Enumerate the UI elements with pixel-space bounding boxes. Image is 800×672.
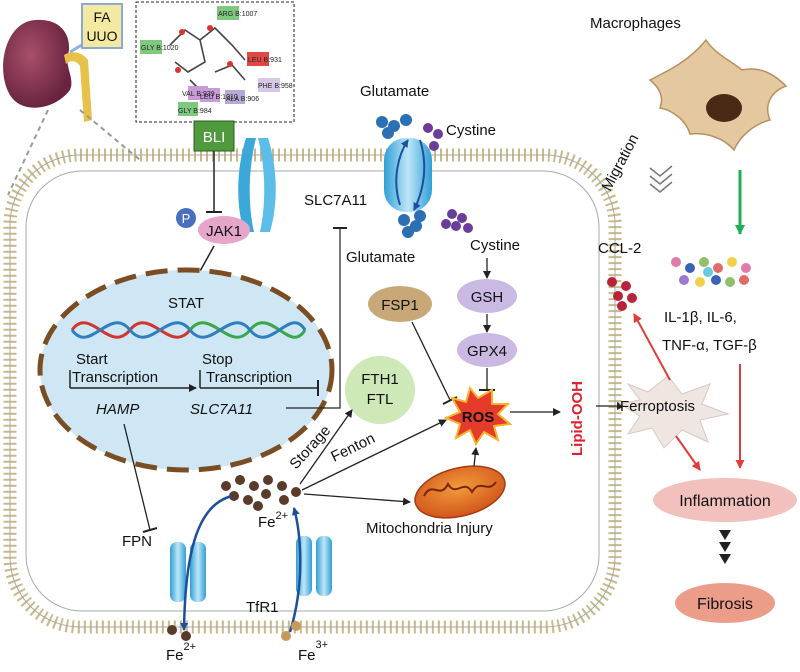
fe3-extracellular-dots — [281, 621, 301, 641]
fsp1-node — [368, 286, 432, 322]
ccl2-label: CCL-2 — [598, 240, 641, 257]
cystine-extracellular: Cystine — [446, 122, 496, 139]
iron-pool — [221, 475, 301, 511]
fpn-label: FPN — [122, 533, 152, 550]
migration-label: Migration — [599, 131, 643, 193]
gsh-node — [457, 279, 517, 313]
progression-chevrons — [719, 530, 731, 564]
stop-transcription-line1: Stop — [202, 351, 233, 368]
gpx4-label: GPX4 — [467, 343, 507, 360]
glutamate-intracellular: Glutamate — [346, 249, 415, 266]
stat-label: STAT — [168, 295, 204, 312]
hamp-gene: HAMP — [96, 401, 139, 418]
phospho-label: P — [182, 211, 191, 226]
slc7a11-transporter — [384, 138, 432, 212]
nucleus — [37, 267, 335, 473]
fe2-intracellular: Fe2+ — [258, 510, 288, 531]
lipid-ooh-label: Lipid-OOH — [569, 381, 586, 456]
ros-burst — [443, 385, 513, 447]
hamp-inhibits-fpn — [123, 423, 151, 531]
phospho-marker — [176, 208, 196, 228]
jak1-label: JAK1 — [206, 223, 242, 240]
fth1-label: FTH1 — [361, 371, 399, 388]
macrophages-label: Macrophages — [590, 15, 681, 32]
docking-inset: ARG B:1007 GLY B:1020 LEU B:931 VAL B:93… — [135, 1, 295, 123]
ftl-label: FTL — [367, 391, 394, 408]
ccl2-dots — [607, 277, 637, 311]
tfr1-label: TfR1 — [246, 599, 279, 616]
residue-label: LEU B:931 — [248, 57, 282, 64]
iron-to-fth1 — [299, 409, 353, 485]
residue-label: LEU B:1010 — [200, 94, 238, 101]
inflammation-label: Inflammation — [679, 493, 771, 510]
cystine-intracellular: Cystine — [470, 237, 520, 254]
slc7a11-gene-to-transporter — [286, 228, 341, 409]
mitochondrion — [414, 465, 506, 519]
model-tag — [81, 3, 123, 49]
kidney-organ — [3, 19, 92, 123]
ros-label: ROS — [462, 409, 495, 426]
residue-label: ALA B:906 — [226, 96, 259, 103]
cystine-molecules — [423, 123, 473, 233]
start-transcription-line2: Transcription — [72, 369, 158, 386]
residue-label: PHE B:958 — [258, 83, 293, 90]
gpx4-node — [457, 333, 517, 367]
iron-to-mitochondria — [303, 493, 411, 506]
residue-label: VAL B:939 — [182, 91, 215, 98]
fe3-extracellular: Fe3+ — [298, 639, 328, 664]
gsh-label: GSH — [471, 289, 504, 306]
fibrosis-node — [675, 583, 775, 623]
ferroptosis-burst — [618, 375, 730, 449]
residue-label: GLY B:984 — [178, 108, 212, 115]
fpn-channel — [170, 494, 233, 631]
ferroptosis-to-ccl2 — [633, 313, 671, 381]
start-transcription-line1: Start — [76, 351, 109, 368]
glutamate-extracellular: Glutamate — [360, 83, 429, 100]
bli-drug-label: BLI — [203, 129, 226, 146]
tfr1-channel — [288, 507, 332, 633]
slc7a11-gene: SLC7A11 — [190, 401, 253, 418]
slc7a11-label: SLC7A11 — [304, 192, 367, 209]
stop-transcription-line2: Transcription — [206, 369, 292, 386]
inflammation-node — [653, 478, 797, 522]
jak1-node — [198, 216, 250, 244]
bli-drug-box — [193, 120, 235, 152]
ferroptosis-to-inflammation — [675, 435, 701, 471]
mitochondria-to-ros — [471, 447, 480, 467]
cytokines-line1: IL-1β, IL-6, — [664, 309, 737, 326]
fth1-ftl-node — [345, 356, 415, 424]
fe2-extracellular: Fe2+ — [166, 641, 196, 664]
fibrosis-label: Fibrosis — [697, 596, 753, 613]
cytokine-dots — [671, 257, 751, 287]
ferroptosis-label: Ferroptosis — [620, 398, 695, 415]
glutamate-molecules — [376, 114, 426, 238]
residue-label: ARG B:1007 — [218, 11, 257, 18]
fe2-extracellular-dots — [167, 625, 191, 641]
model-tag-line2: UUO — [86, 28, 117, 44]
iron-to-ros-fenton — [301, 419, 447, 491]
jak1-receptor — [238, 138, 276, 232]
fsp1-inhibits-ros — [411, 321, 451, 401]
migration-chevrons — [649, 165, 673, 193]
dna-helix — [70, 321, 307, 339]
mitochondria-injury-label: Mitochondria Injury — [366, 520, 493, 537]
fsp1-label: FSP1 — [381, 297, 419, 314]
cytokines-line2: TNF-α, TGF-β — [662, 337, 757, 354]
model-tag-line1: FA — [93, 9, 111, 25]
residue-label: GLY B:1020 — [141, 45, 179, 52]
